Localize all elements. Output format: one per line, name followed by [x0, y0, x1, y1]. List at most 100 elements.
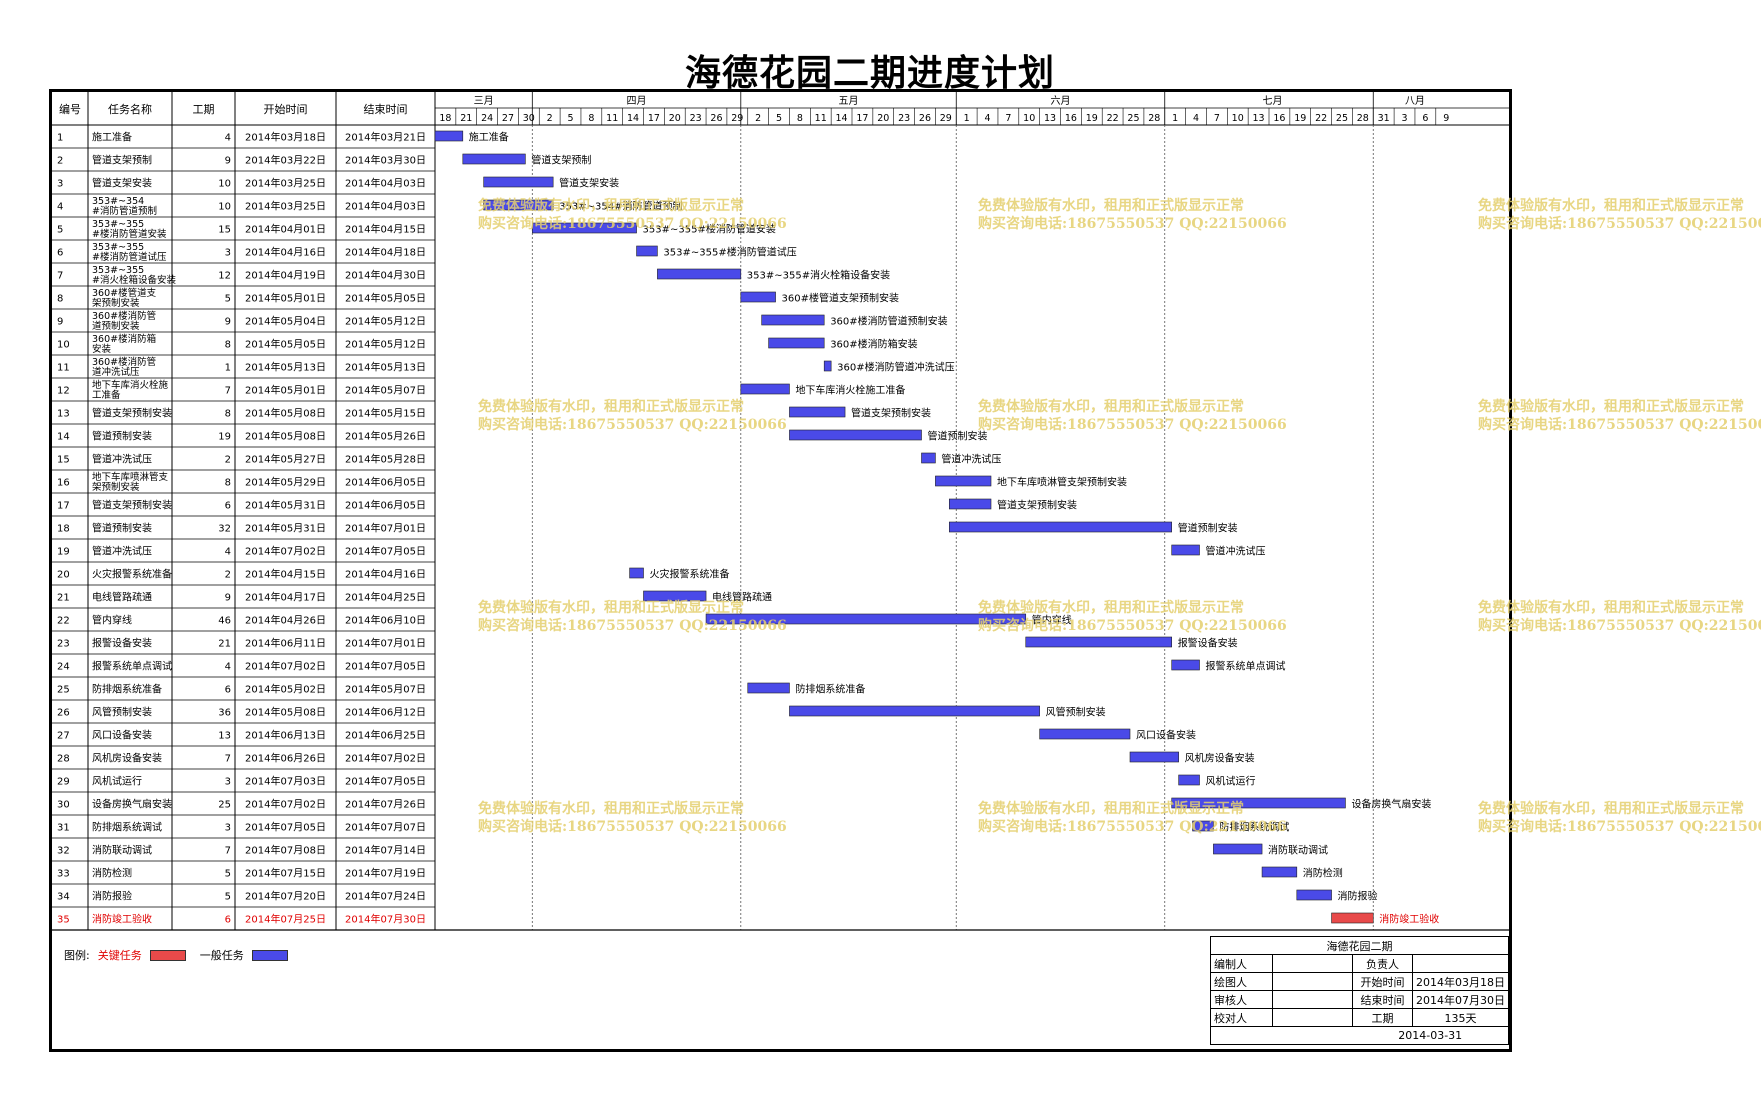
task-bar: [761, 314, 825, 326]
row-duration: 10: [218, 202, 231, 213]
task-bar: [948, 521, 1172, 533]
legend-normal-swatch: [251, 949, 288, 961]
watermark-line: 免费体验版有水印，租用和正式版显示正常: [478, 801, 744, 817]
row-end: 2014年07月05日: [345, 775, 426, 788]
row-name: 360#楼消防管: [92, 310, 156, 322]
row-name: 353#~355: [92, 242, 144, 253]
watermark-line: 免费体验版有水印，租用和正式版显示正常: [1478, 801, 1744, 817]
tick-label: 8: [588, 113, 594, 124]
row-start: 2014年04月16日: [245, 246, 326, 259]
row-duration: 5: [225, 892, 231, 903]
row-name: 消防联动调试: [92, 844, 152, 857]
row-duration: 2: [225, 570, 231, 581]
tick-label: 24: [481, 113, 493, 124]
tick-label: 5: [568, 113, 574, 124]
info-box: 海德花园二期 编制人 负责人 绘图人 开始时间 2014年03月18日 审核人 …: [1209, 936, 1510, 1045]
row-name: 管道预制安装: [92, 522, 152, 535]
info-label: 绘图人: [1209, 972, 1274, 991]
row-duration: 9: [225, 317, 231, 328]
watermark-line: 免费体验版有水印，租用和正式版显示正常: [1478, 399, 1744, 415]
row-name: 消防竣工验收: [92, 913, 152, 926]
row-duration: 4: [225, 133, 231, 144]
row-end: 2014年07月05日: [345, 545, 426, 558]
row-duration: 3: [225, 248, 231, 259]
bar-label: 353#~355#楼消防管道安装: [643, 223, 776, 236]
tick-label: 23: [690, 113, 702, 124]
row-duration: 6: [225, 501, 231, 512]
bar-label: 地下车库消火栓施工准备: [795, 384, 905, 397]
watermark: 免费体验版有水印，租用和正式版显示正常购买咨询电话:18675550537 QQ…: [978, 398, 1287, 434]
bar-label: 施工准备: [469, 131, 509, 144]
tick-label: 2: [755, 113, 761, 124]
row-name: 管道冲洗试压: [92, 545, 152, 558]
row-id: 16: [57, 478, 70, 489]
legend-critical-label: 关键任务: [97, 949, 142, 962]
row-name: 防排烟系统调试: [92, 821, 162, 834]
row-end: 2014年05月12日: [345, 338, 426, 351]
tick-label: 10: [1232, 113, 1244, 124]
row-duration: 8: [225, 478, 231, 489]
month-label: 六月: [1051, 95, 1071, 107]
row-name: 报警系统单点调试: [92, 660, 172, 673]
row-name: #楼消防管道安装: [92, 228, 167, 240]
info-label: 审核人: [1209, 990, 1274, 1009]
row-end: 2014年07月07日: [345, 821, 426, 834]
tick-label: 30: [523, 113, 535, 124]
row-id: 2: [57, 156, 63, 167]
row-id: 25: [57, 685, 70, 696]
row-duration: 7: [225, 846, 231, 857]
info-header: 海德花园二期: [1210, 936, 1509, 955]
row-name: 管道冲洗试压: [92, 453, 152, 466]
row-start: 2014年05月05日: [245, 338, 326, 351]
row-start: 2014年07月03日: [245, 775, 326, 788]
row-name: 353#~355: [92, 219, 144, 230]
bar-label: 管道预制安装: [1178, 522, 1238, 535]
info-value: [1272, 990, 1353, 1009]
watermark-line: 购买咨询电话:18675550537 QQ:22150066: [478, 819, 787, 835]
legend-normal-label: 一般任务: [199, 949, 244, 962]
row-name: 架预制安装: [92, 481, 140, 493]
tick-label: 17: [648, 113, 660, 124]
info-value: [1412, 954, 1509, 973]
task-bar: [768, 337, 825, 349]
row-id: 15: [57, 455, 70, 466]
row-start: 2014年06月13日: [245, 729, 326, 742]
row-name: 353#~354: [92, 196, 144, 207]
row-id: 9: [57, 317, 63, 328]
tick-label: 13: [1253, 113, 1265, 124]
tick-label: 10: [1023, 113, 1035, 124]
row-start: 2014年05月13日: [245, 361, 326, 374]
row-id: 21: [57, 593, 70, 604]
row-id: 19: [57, 547, 70, 558]
row-duration: 3: [225, 823, 231, 834]
bar-label: 消防联动调试: [1268, 844, 1328, 857]
info-value: [1272, 1008, 1353, 1027]
watermark-line: 免费体验版有水印，租用和正式版显示正常: [978, 600, 1244, 616]
row-name: 管道支架预制安装: [92, 499, 172, 512]
row-end: 2014年05月07日: [345, 384, 426, 397]
watermark-line: 购买咨询电话:18675550537 QQ:22150066: [978, 819, 1287, 835]
row-duration: 46: [218, 616, 231, 627]
tick-label: 11: [815, 113, 827, 124]
tick-label: 25: [1336, 113, 1348, 124]
watermark-line: 免费体验版有水印，租用和正式版显示正常: [478, 198, 744, 214]
legend: 图例: 关键任务 一般任务: [64, 947, 288, 963]
row-duration: 6: [225, 685, 231, 696]
tick-label: 17: [856, 113, 868, 124]
row-start: 2014年04月01日: [245, 223, 326, 236]
bar-label: 风管预制安装: [1046, 706, 1106, 719]
task-bar: [643, 590, 707, 602]
row-id: 30: [57, 800, 70, 811]
row-end: 2014年04月16日: [345, 568, 426, 581]
row-id: 32: [57, 846, 70, 857]
row-end: 2014年04月18日: [345, 246, 426, 259]
legend-critical-swatch: [149, 949, 186, 961]
row-id: 33: [57, 869, 70, 880]
row-end: 2014年07月19日: [345, 867, 426, 880]
info-label: 结束时间: [1351, 990, 1414, 1009]
row-name: 电线管路疏通: [92, 591, 152, 604]
row-end: 2014年05月28日: [345, 453, 426, 466]
watermark-line: 免费体验版有水印，租用和正式版显示正常: [978, 198, 1244, 214]
row-name: 353#~355: [92, 265, 144, 276]
tick-label: 26: [710, 113, 722, 124]
